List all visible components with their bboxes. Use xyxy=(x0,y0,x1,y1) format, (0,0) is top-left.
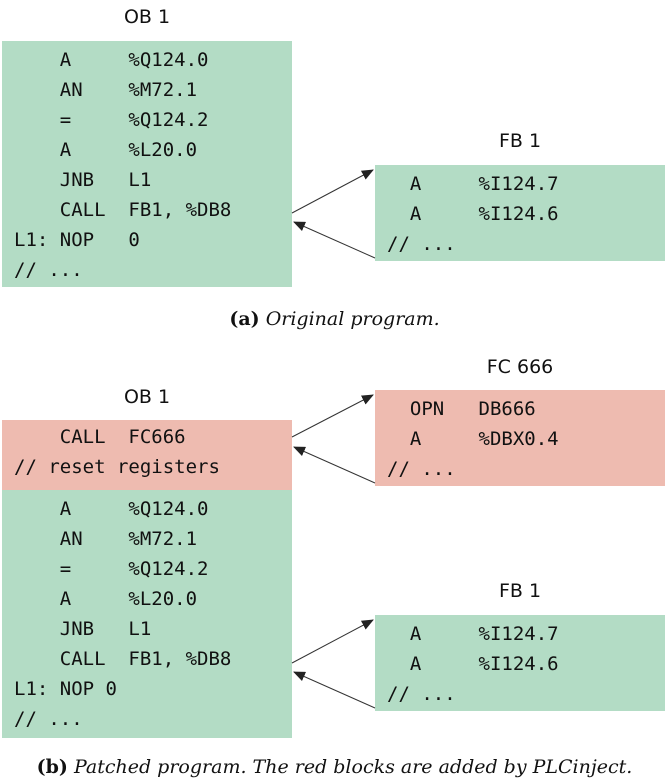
code-line: AN %M72.1 xyxy=(14,528,198,550)
code-line: CALL FB1, %DB8 xyxy=(14,199,232,221)
code-line: A %I124.6 xyxy=(387,653,559,675)
injected-block-b[interactable]: CALL FC666 // reset registers xyxy=(2,420,292,490)
code-line: A %Q124.0 xyxy=(14,498,209,520)
code-line: A %Q124.0 xyxy=(14,49,209,71)
call-arrow-fb1-b xyxy=(291,619,374,664)
code-line: OPN DB666 xyxy=(387,398,536,420)
caption-a-label: (a) xyxy=(229,308,260,330)
code-line: A %I124.7 xyxy=(387,173,559,195)
code-line: // ... xyxy=(14,259,83,281)
code-line: JNB L1 xyxy=(14,169,152,191)
fc666-title-b: FC 666 xyxy=(486,356,554,378)
fb1-title-a: FB 1 xyxy=(498,130,542,152)
caption-a: (a) Original program. xyxy=(0,308,669,330)
code-line: A %DBX0.4 xyxy=(387,428,559,450)
code-line: = %Q124.2 xyxy=(14,558,209,580)
ob1-block-a: A %Q124.0 AN %M72.1 = %Q124.2 A %L20.0 J… xyxy=(2,41,292,287)
fb1-block-a: A %I124.7 A %I124.6 // ... xyxy=(375,165,665,261)
ob1-title-a: OB 1 xyxy=(123,6,171,28)
fb1-block-b: A %I124.7 A %I124.6 // ... xyxy=(375,615,665,711)
code-line: // ... xyxy=(387,683,456,705)
call-arrow-fc666 xyxy=(291,394,374,438)
fc666-block-b[interactable]: OPN DB666 A %DBX0.4 // ... xyxy=(375,390,665,486)
code-line: // ... xyxy=(14,708,83,730)
code-line: L1: NOP 0 xyxy=(14,229,140,251)
caption-b-text: Patched program. The red blocks are adde… xyxy=(73,756,633,778)
code-line: // ... xyxy=(387,458,456,480)
code-line: CALL FB1, %DB8 xyxy=(14,648,232,670)
code-line: L1: NOP 0 xyxy=(14,678,117,700)
code-line: JNB L1 xyxy=(14,618,152,640)
code-line: A %L20.0 xyxy=(14,139,198,161)
code-line: CALL FC666 xyxy=(14,426,186,448)
ob1-block-b: A %Q124.0 AN %M72.1 = %Q124.2 A %L20.0 J… xyxy=(2,490,292,738)
call-arrow-a xyxy=(291,169,374,214)
return-arrow-fb1-b xyxy=(293,671,376,709)
caption-b-label: (b) xyxy=(36,756,68,778)
code-line: AN %M72.1 xyxy=(14,79,198,101)
caption-a-text: Original program. xyxy=(265,308,440,330)
return-arrow-fc666 xyxy=(293,446,376,484)
code-line: A %I124.6 xyxy=(387,203,559,225)
code-line: = %Q124.2 xyxy=(14,109,209,131)
code-line: A %I124.7 xyxy=(387,623,559,645)
ob1-title-b: OB 1 xyxy=(123,386,171,408)
code-line: // reset registers xyxy=(14,456,220,478)
code-line: // ... xyxy=(387,233,456,255)
fb1-title-b: FB 1 xyxy=(498,580,542,602)
caption-b: (b) Patched program. The red blocks are … xyxy=(0,756,669,778)
code-line: A %L20.0 xyxy=(14,588,198,610)
return-arrow-a xyxy=(293,221,376,259)
